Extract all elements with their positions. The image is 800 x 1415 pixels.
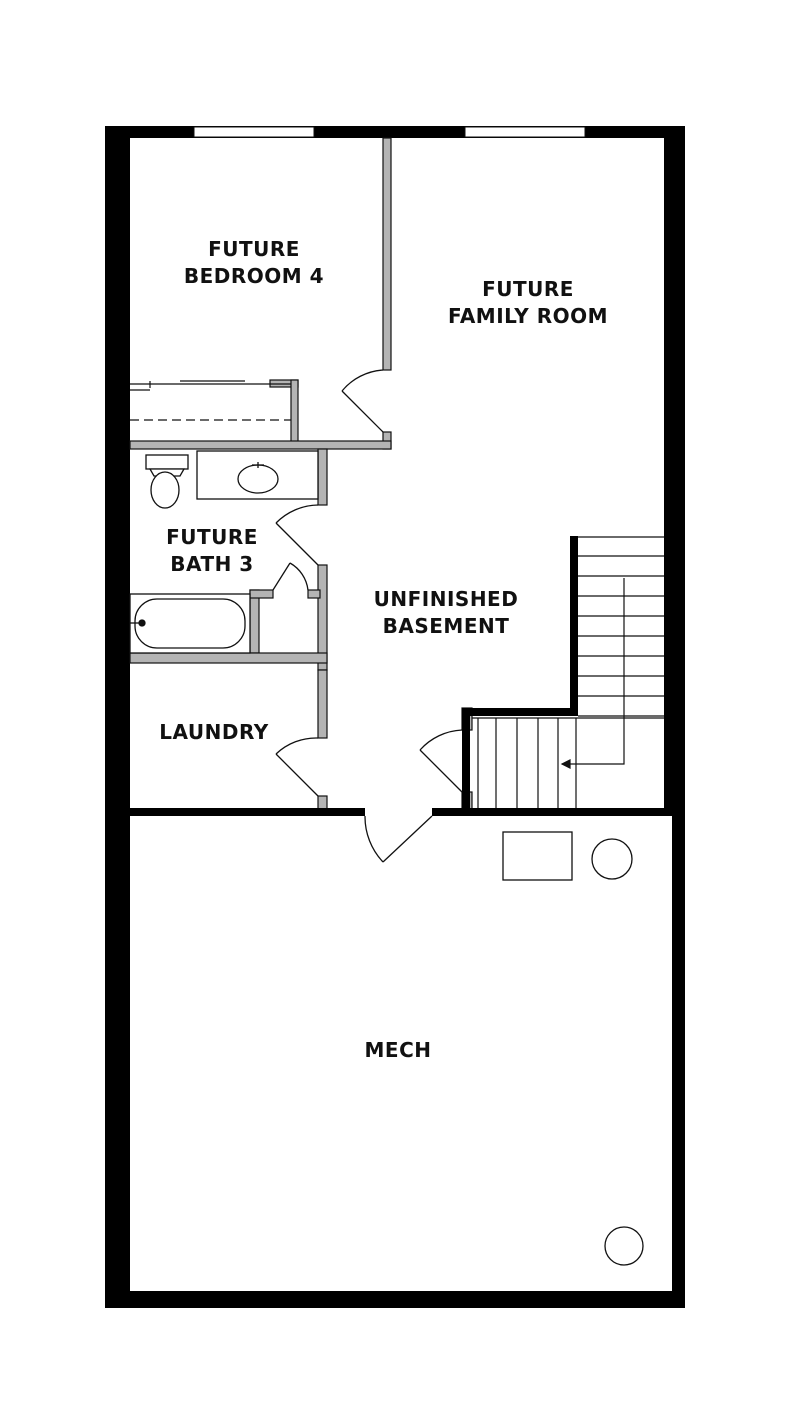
door-laundry <box>275 737 319 797</box>
exterior-wall-right-upper <box>664 126 685 816</box>
wall-bedroom-family <box>382 137 392 371</box>
room-label-mech: MECH <box>364 1038 432 1062</box>
wall-bath-right-top <box>317 448 328 506</box>
closet-shelf <box>130 380 291 421</box>
wall-closet-side <box>290 379 299 449</box>
door-mech <box>364 815 433 863</box>
stair-direction-arrow <box>562 578 625 765</box>
mech-divider <box>130 536 672 816</box>
door-stair <box>419 729 463 793</box>
wall-laundry-right <box>317 669 328 739</box>
stairs <box>472 536 664 808</box>
furnace-icon <box>502 831 573 881</box>
stair-wall-vertical <box>570 536 578 716</box>
room-label-family-room: FUTURE FAMILY ROOM <box>447 277 609 328</box>
exterior-wall-left <box>105 126 130 1308</box>
room-label-bath-3: FUTURE BATH 3 <box>166 525 258 576</box>
door-linen <box>272 562 309 591</box>
room-label-laundry: LAUNDRY <box>159 720 269 744</box>
exterior-wall-top <box>105 126 685 138</box>
door-family-room <box>341 369 384 433</box>
interior-walls <box>129 137 473 811</box>
windows <box>193 126 586 138</box>
wall-linen-left <box>249 589 260 654</box>
wall-bath-laundry <box>129 652 328 664</box>
room-label-unfinished-basement: UNFINISHED BASEMENT <box>373 587 519 638</box>
wall-bath-top <box>129 440 392 450</box>
sump-pit-icon <box>604 1226 644 1266</box>
bathtub-icon <box>129 593 251 654</box>
stair-wall-horizontal <box>462 708 578 716</box>
mech-equipment <box>502 831 644 1266</box>
mech-wall-left <box>130 808 365 816</box>
room-label-bedroom-4: FUTURE BEDROOM 4 <box>183 237 325 288</box>
doors <box>272 369 463 863</box>
wall-linen-top <box>249 589 274 599</box>
mech-wall-right <box>432 808 672 816</box>
bath-fixtures <box>129 450 319 654</box>
sink-icon <box>196 450 319 500</box>
window-family-room <box>464 126 586 138</box>
wall-linen-top-right <box>307 589 321 599</box>
exterior-wall-bottom <box>105 1291 685 1308</box>
stair-wall-left <box>462 708 470 810</box>
water-heater-icon <box>591 838 633 880</box>
toilet-icon <box>145 454 189 509</box>
door-bath <box>275 504 319 566</box>
window-bedroom <box>193 126 315 138</box>
exterior-wall-right-lower <box>672 810 685 1308</box>
wall-laundry-right-stub <box>317 795 328 811</box>
exterior-walls <box>105 126 685 1308</box>
